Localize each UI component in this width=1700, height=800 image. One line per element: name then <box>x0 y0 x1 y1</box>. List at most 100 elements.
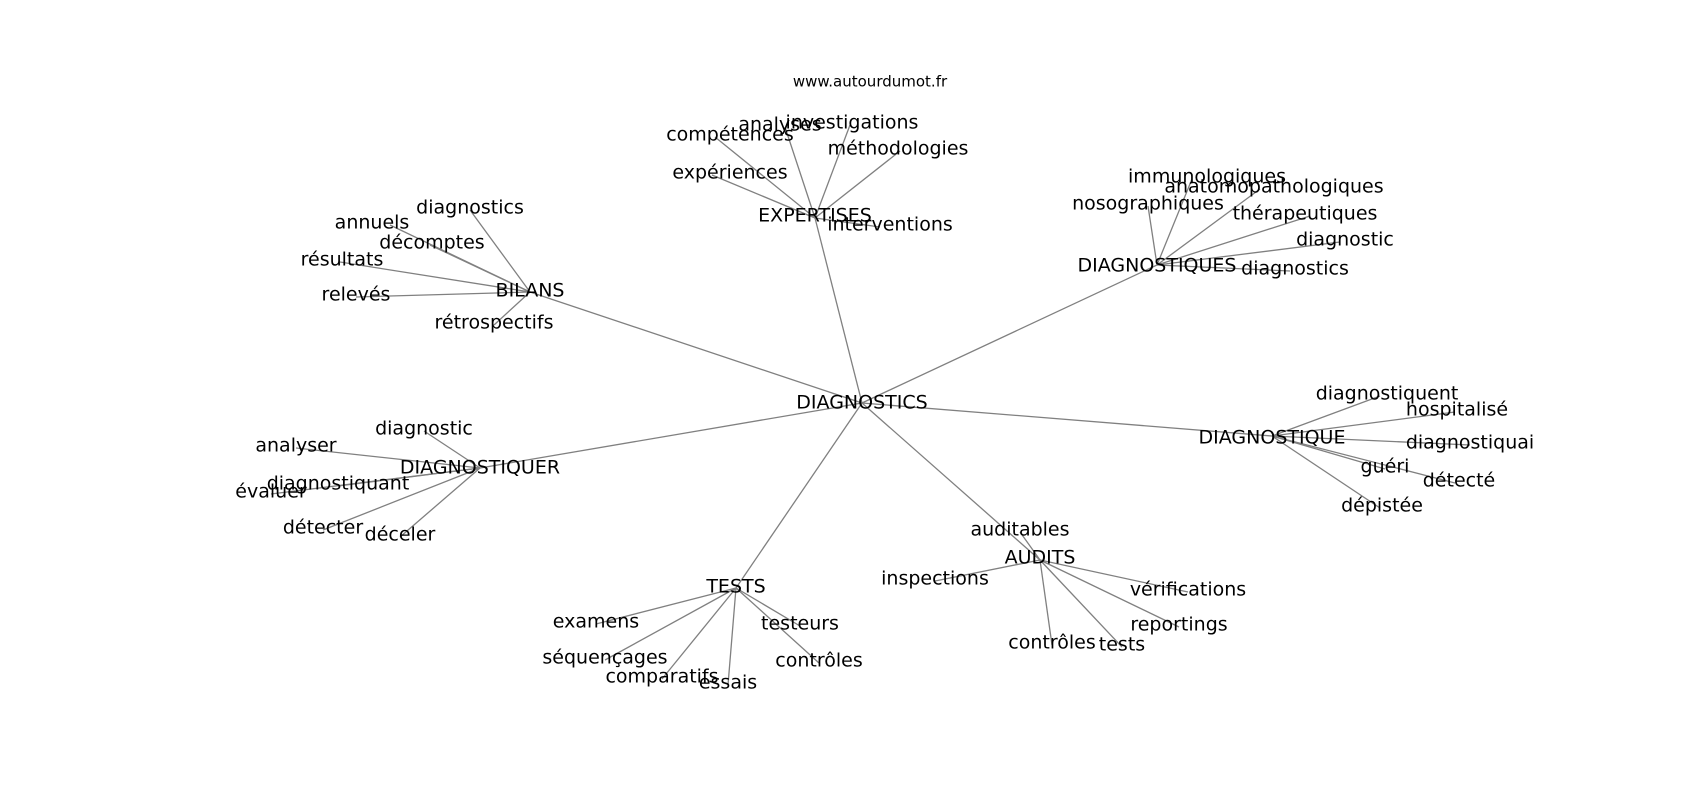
edge-audits-child-4 <box>1039 559 1053 646</box>
edge-diagnostique-child-0 <box>1271 395 1381 437</box>
child-node-diagnostique-3: guéri <box>1361 456 1410 478</box>
edge-diagnostiquer-child-4 <box>322 467 481 531</box>
child-node-audits-0: auditables <box>970 519 1069 541</box>
graph-labels: www.autourdumot.fr DIAGNOSTICS EXPERTISE… <box>235 73 1534 694</box>
child-node-tests-2: séquençages <box>542 647 667 669</box>
edge-tests-child-2 <box>604 587 737 661</box>
hub-node-audits: AUDITS <box>1005 547 1076 569</box>
child-node-audits-4: contrôles <box>1008 632 1095 654</box>
edge-tests-child-1 <box>735 587 801 627</box>
edge-diagnostique-child-2 <box>1271 435 1471 446</box>
child-node-tests-3: contrôles <box>775 650 862 672</box>
hub-node-bilans: BILANS <box>496 280 565 302</box>
child-node-diagnostique-4: détecté <box>1423 470 1495 492</box>
child-node-diagnostique-1: hospitalisé <box>1406 399 1508 421</box>
child-node-expertises-1: analyses <box>738 114 821 136</box>
graph-edges <box>270 124 1471 686</box>
edge-tests-child-3 <box>735 587 820 664</box>
child-node-diagnostiques-4: diagnostic <box>1296 229 1394 251</box>
edge-root-bilans <box>529 291 863 404</box>
edge-audits-child-0 <box>1019 531 1041 561</box>
child-node-audits-2: vérifications <box>1130 579 1246 601</box>
edge-diagnostique-child-1 <box>1271 411 1456 437</box>
edge-audits-child-5 <box>1039 559 1123 648</box>
edge-diagnostique-child-4 <box>1271 435 1456 484</box>
child-node-diagnostiques-2: nosographiques <box>1072 193 1224 215</box>
edge-bilans-child-4 <box>355 291 531 298</box>
child-node-diagnostiques-1: anatomopathologiques <box>1164 176 1383 198</box>
child-node-expertises-2: investigations <box>786 112 919 134</box>
edge-expertises-child-4 <box>711 174 816 219</box>
hub-node-diagnostiques: DIAGNOSTIQUES <box>1078 255 1237 277</box>
edge-audits-child-2 <box>1039 559 1189 593</box>
child-node-bilans-1: annuels <box>335 212 410 234</box>
child-node-diagnostiques-0: immunologiques <box>1128 166 1286 188</box>
child-node-diagnostiquer-4: détecter <box>283 517 363 539</box>
edge-audits-child-3 <box>1039 559 1180 628</box>
child-node-diagnostiquer-3: évaluer <box>235 481 307 503</box>
edge-root-tests <box>735 402 863 589</box>
child-node-diagnostiques-5: diagnostics <box>1241 258 1349 280</box>
edge-expertises-child-5 <box>814 217 881 228</box>
edge-expertises-child-2 <box>814 124 851 219</box>
edge-bilans-child-2 <box>429 244 531 293</box>
child-node-diagnostiquer-2: diagnostiquant <box>267 473 410 495</box>
child-node-tests-0: examens <box>553 611 639 633</box>
child-node-audits-3: reportings <box>1130 614 1227 636</box>
edge-root-expertises <box>814 217 863 404</box>
edge-bilans-child-3 <box>339 261 531 293</box>
child-node-expertises-0: compétences <box>666 124 794 146</box>
child-node-tests-5: essais <box>699 672 757 694</box>
edge-diagnostiquer-child-0 <box>423 430 481 469</box>
edge-root-diagnostique <box>861 402 1273 437</box>
edge-diagnostiquer-child-3 <box>270 467 481 495</box>
child-node-diagnostiquer-5: déceler <box>365 524 436 546</box>
child-node-diagnostique-2: diagnostiquai <box>1406 432 1534 454</box>
root-node-label: DIAGNOSTICS <box>796 392 927 414</box>
edge-tests-child-4 <box>661 587 737 680</box>
edge-diagnostiques-child-5 <box>1156 264 1291 272</box>
child-node-bilans-5: rétrospectifs <box>435 312 554 334</box>
source-label: www.autourdumot.fr <box>793 73 948 91</box>
hub-node-diagnostiquer: DIAGNOSTIQUER <box>400 457 560 479</box>
edge-bilans-child-5 <box>493 291 531 326</box>
child-node-diagnostique-5: dépistée <box>1341 495 1423 517</box>
edge-expertises-child-1 <box>784 126 816 219</box>
edge-expertises-child-3 <box>814 150 901 219</box>
child-node-diagnostiquer-1: analyser <box>255 435 336 457</box>
edge-root-audits <box>861 402 1041 561</box>
edge-diagnostiques-child-2 <box>1147 205 1158 266</box>
edge-diagnostiques-child-4 <box>1156 241 1341 266</box>
edge-bilans-child-0 <box>469 209 531 293</box>
child-node-bilans-4: relevés <box>322 284 391 306</box>
edge-tests-child-0 <box>595 587 737 625</box>
child-node-audits-5: tests <box>1099 634 1145 656</box>
child-node-diagnostique-0: diagnostiquent <box>1316 383 1459 405</box>
edge-audits-child-1 <box>934 559 1041 582</box>
child-node-tests-1: testeurs <box>761 613 839 635</box>
edge-root-diagnostiques <box>861 264 1158 404</box>
child-node-tests-4: comparatifs <box>605 666 718 688</box>
edge-diagnostique-child-5 <box>1271 435 1381 509</box>
edge-diagnostiquer-child-1 <box>295 447 481 469</box>
edge-tests-child-5 <box>727 587 737 686</box>
child-node-expertises-4: expériences <box>672 162 787 184</box>
hub-node-diagnostique: DIAGNOSTIQUE <box>1199 427 1346 449</box>
child-node-diagnostiquer-0: diagnostic <box>375 418 473 440</box>
edge-diagnostiques-child-1 <box>1156 188 1261 266</box>
hub-node-expertises: EXPERTISES <box>758 205 872 227</box>
child-node-bilans-2: décomptes <box>379 232 484 254</box>
child-node-expertises-5: interventions <box>827 214 953 236</box>
child-node-diagnostiques-3: thérapeutiques <box>1233 203 1378 225</box>
hub-node-tests: TESTS <box>705 576 765 598</box>
edge-diagnostiquer-child-5 <box>399 467 481 538</box>
edge-expertises-child-0 <box>714 136 816 219</box>
child-node-expertises-3: méthodologies <box>828 138 969 160</box>
child-node-bilans-0: diagnostics <box>416 197 524 219</box>
child-node-bilans-3: résultats <box>301 249 384 271</box>
edge-diagnostiques-child-3 <box>1156 215 1311 266</box>
edge-diagnostiques-child-0 <box>1156 178 1193 266</box>
edge-root-diagnostiquer <box>479 402 863 469</box>
child-node-audits-1: inspections <box>881 568 989 590</box>
